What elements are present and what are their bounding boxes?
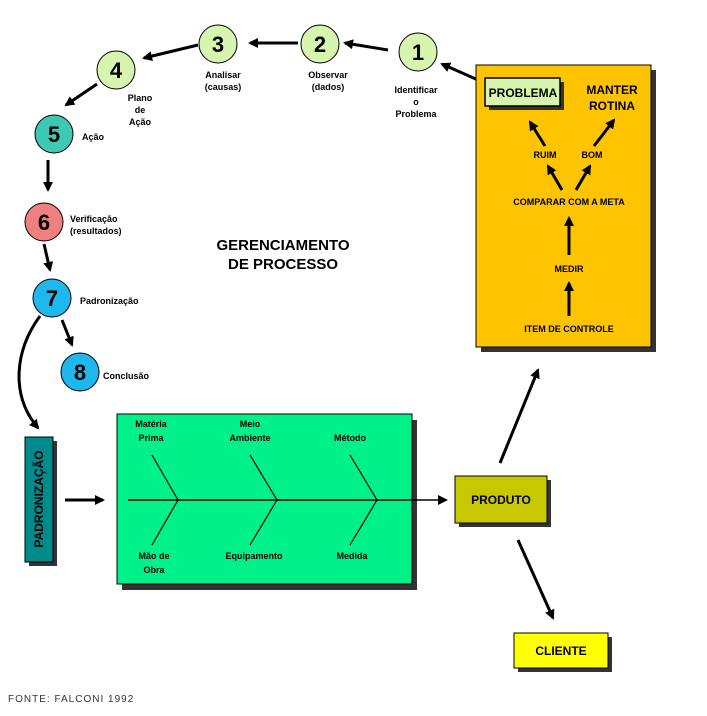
fishbone-meio-1: Meio: [240, 419, 261, 429]
produto-box: PRODUTO: [454, 475, 551, 527]
step-number: 3: [212, 32, 224, 57]
step-number: 5: [48, 122, 60, 147]
step-circle: [398, 32, 438, 72]
step-label: Observar: [308, 70, 348, 80]
step-7: 7 Padronização: [32, 278, 139, 318]
fishbone-metodo: Método: [334, 433, 366, 443]
step-number: 1: [412, 40, 424, 65]
step-label: (causas): [205, 82, 242, 92]
padronizacao-label: PADRONIZAÇÃO: [31, 450, 46, 547]
control-arrows: [528, 118, 616, 316]
produto-label: PRODUTO: [471, 493, 531, 507]
diagram-title-line2: DE PROCESSO: [228, 256, 338, 273]
fishbone-lines: [128, 454, 448, 546]
fishbone-meio-2: Ambiente: [229, 433, 270, 443]
cliente-box: CLIENTE: [513, 632, 612, 672]
step-label: (dados): [312, 82, 345, 92]
step-circle: [300, 24, 340, 64]
step-label: Ação: [82, 132, 105, 142]
produto-to-cliente-arrow: [516, 539, 555, 620]
fishbone-materia-2: Prima: [138, 433, 164, 443]
cliente-label: CLIENTE: [535, 644, 586, 658]
problema-label: PROBLEMA: [489, 86, 558, 100]
step-5: 5 Ação: [34, 114, 105, 154]
step-circle: [60, 352, 100, 392]
step-label: (resultados): [70, 226, 122, 236]
fishbone-mao-1: Mão de: [138, 551, 169, 561]
padronizacao-box: PADRONIZAÇÃO: [24, 436, 57, 566]
comparar-label: COMPARAR COM A META: [513, 197, 625, 207]
problema-box: [484, 77, 561, 107]
item-controle-label: ITEM DE CONTROLE: [524, 324, 614, 334]
step-label: Ação: [129, 117, 152, 127]
step-label: Plano: [128, 93, 153, 103]
step-label: Identificar: [394, 85, 438, 95]
source-note: FONTE: FALCONI 1992: [8, 694, 135, 705]
step-label: Conclusão: [103, 371, 150, 381]
step-number: 2: [314, 32, 326, 57]
fishbone-mao-2: Obra: [143, 565, 165, 575]
step-label: Padronização: [80, 296, 139, 306]
step-circle: [96, 50, 136, 90]
step-number: 4: [110, 58, 123, 83]
fishbone-materia-1: Matéria: [135, 419, 168, 429]
step-label: Analisar: [205, 70, 241, 80]
step-circle: [198, 24, 238, 64]
control-box: PROBLEMA MANTER ROTINA RUIM BOM COMPARAR…: [475, 64, 656, 352]
fishbone-box: Matéria Prima Meio Ambiente Método Mão d…: [116, 413, 448, 590]
step-number: 8: [74, 360, 86, 385]
fishbone-medida: Medida: [336, 551, 368, 561]
manter-label-2: ROTINA: [589, 99, 635, 113]
step-6: 6 Verificação (resultados): [24, 202, 122, 242]
step-number: 6: [38, 210, 50, 235]
fishbone-equipamento: Equipamento: [225, 551, 283, 561]
step-circle: [24, 202, 64, 242]
produto-to-control-arrow: [498, 368, 540, 464]
step-label: de: [135, 105, 146, 115]
bom-label: BOM: [582, 150, 603, 160]
step-label: Problema: [395, 109, 437, 119]
step-circle: [32, 278, 72, 318]
step-8: 8 Conclusão: [60, 352, 150, 392]
manter-label-1: MANTER: [586, 83, 638, 97]
step-number: 7: [46, 286, 58, 311]
step-arrows: [17, 38, 479, 430]
diagram-title-line1: GERENCIAMENTO: [216, 237, 349, 254]
step-label: o: [413, 97, 419, 107]
step-circle: [34, 114, 74, 154]
ruim-label: RUIM: [534, 150, 557, 160]
step-label: Verificação: [70, 214, 118, 224]
medir-label: MEDIR: [555, 264, 585, 274]
